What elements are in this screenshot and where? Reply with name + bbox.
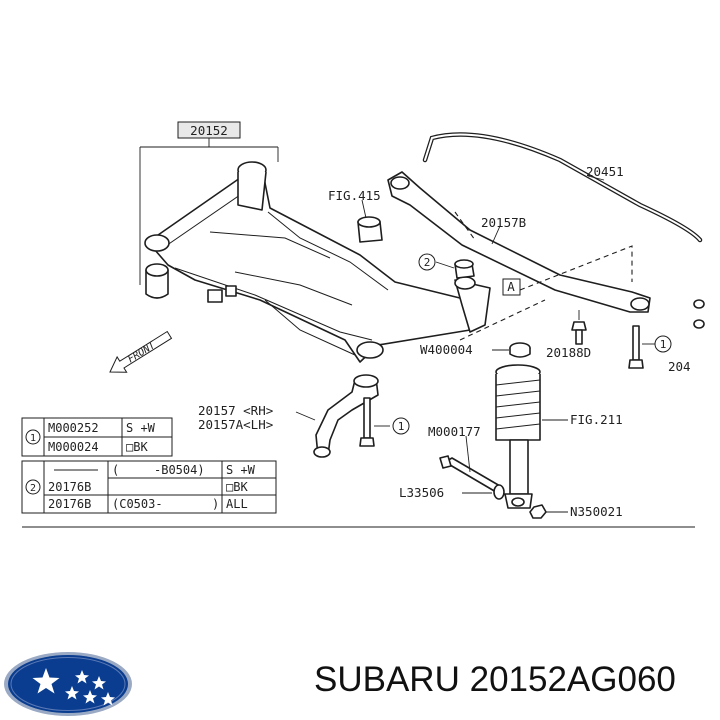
rear-subframe-crossmember: [144, 161, 491, 363]
stabilizer-bar-20451: [422, 132, 703, 243]
table2-r2-spec: ALL: [226, 497, 248, 511]
callout-fig415: FIG.415: [328, 188, 381, 203]
callout-20188d: 20188D: [546, 345, 591, 360]
callout-w400004: W400004: [420, 342, 473, 357]
callout-circle-1-right-text: 1: [660, 338, 667, 351]
callout-n350021: N350021: [570, 504, 623, 519]
table1-r1-part: M000024: [48, 440, 99, 454]
callout-20157-rh: 20157 <RH>: [198, 403, 273, 418]
legend-table-1: 1 M000252 S +W M000024 □BK: [21, 417, 173, 457]
bushing-ref-2: [435, 259, 475, 279]
reference-box-a: [502, 278, 521, 296]
callout-20157a-lh: 20157A<LH>: [198, 417, 273, 432]
table2-r2-open: (C0503-: [112, 497, 163, 511]
bolt-far-right-partial: [693, 299, 705, 329]
front-label: FRONT: [126, 340, 158, 366]
lateral-link-20157b: [387, 171, 651, 313]
washer-w400004: [492, 342, 531, 358]
table2-r2-part: 20176B: [48, 497, 91, 511]
table2-key: 2: [30, 483, 36, 494]
table2-r0-range: -B0504): [154, 463, 205, 477]
table2-r1-spec: □BK: [226, 480, 248, 494]
logo-stars: [32, 668, 115, 706]
callout-20451: 20451: [586, 164, 624, 179]
bolt-middle: [359, 397, 390, 447]
bushing-fig415: [357, 199, 383, 243]
callout-circle-2: 2: [418, 253, 436, 271]
table2-r0-spec: S +W: [226, 463, 256, 477]
callout-circle-2-text: 2: [424, 256, 431, 269]
callout-20152: 20152: [139, 121, 279, 285]
part-number: 20152AG060: [469, 660, 676, 699]
table2-r2-close: ): [212, 497, 219, 511]
nut-n350021: [529, 504, 568, 519]
callout-20152-text: 20152: [190, 123, 228, 138]
table1-r1-spec: □BK: [126, 440, 148, 454]
callout-circle-1-middle: 1: [392, 417, 410, 435]
callout-box-a-text: A: [507, 279, 515, 294]
callout-l33506: L33506: [399, 485, 444, 500]
front-direction-arrow: FRONT: [109, 330, 173, 373]
callout-circle-1-middle-text: 1: [398, 420, 405, 433]
bolt-right: [628, 325, 655, 369]
shock-absorber-fig211: [495, 364, 568, 509]
washer-l33506: [462, 484, 505, 500]
table2-r0-open: (: [112, 463, 119, 477]
subaru-logo: [4, 652, 132, 716]
table2-r1-part: 20176B: [48, 480, 91, 494]
table1-r0-part: M000252: [48, 421, 99, 435]
callout-m000177: M000177: [428, 424, 481, 439]
table1-key: 1: [30, 433, 36, 444]
legend-table-2: 2 ( -B0504) S +W 20176B □BK 20176B (C050…: [21, 460, 277, 514]
bolt-20188d: [571, 310, 587, 345]
brand-name: SUBARU: [314, 660, 460, 699]
callout-20157b: 20157B: [481, 215, 526, 230]
callout-204-partial: 204: [668, 359, 691, 374]
bolt-m000177: [439, 435, 501, 493]
trailing-link-20157: [295, 374, 379, 458]
reference-dashed-line: [454, 211, 633, 341]
callout-circle-1-right: 1: [654, 335, 672, 353]
callout-fig211: FIG.211: [570, 412, 623, 427]
table1-r0-spec: S +W: [126, 421, 156, 435]
brand-part-number-caption: SUBARU 20152AG060: [314, 660, 714, 710]
